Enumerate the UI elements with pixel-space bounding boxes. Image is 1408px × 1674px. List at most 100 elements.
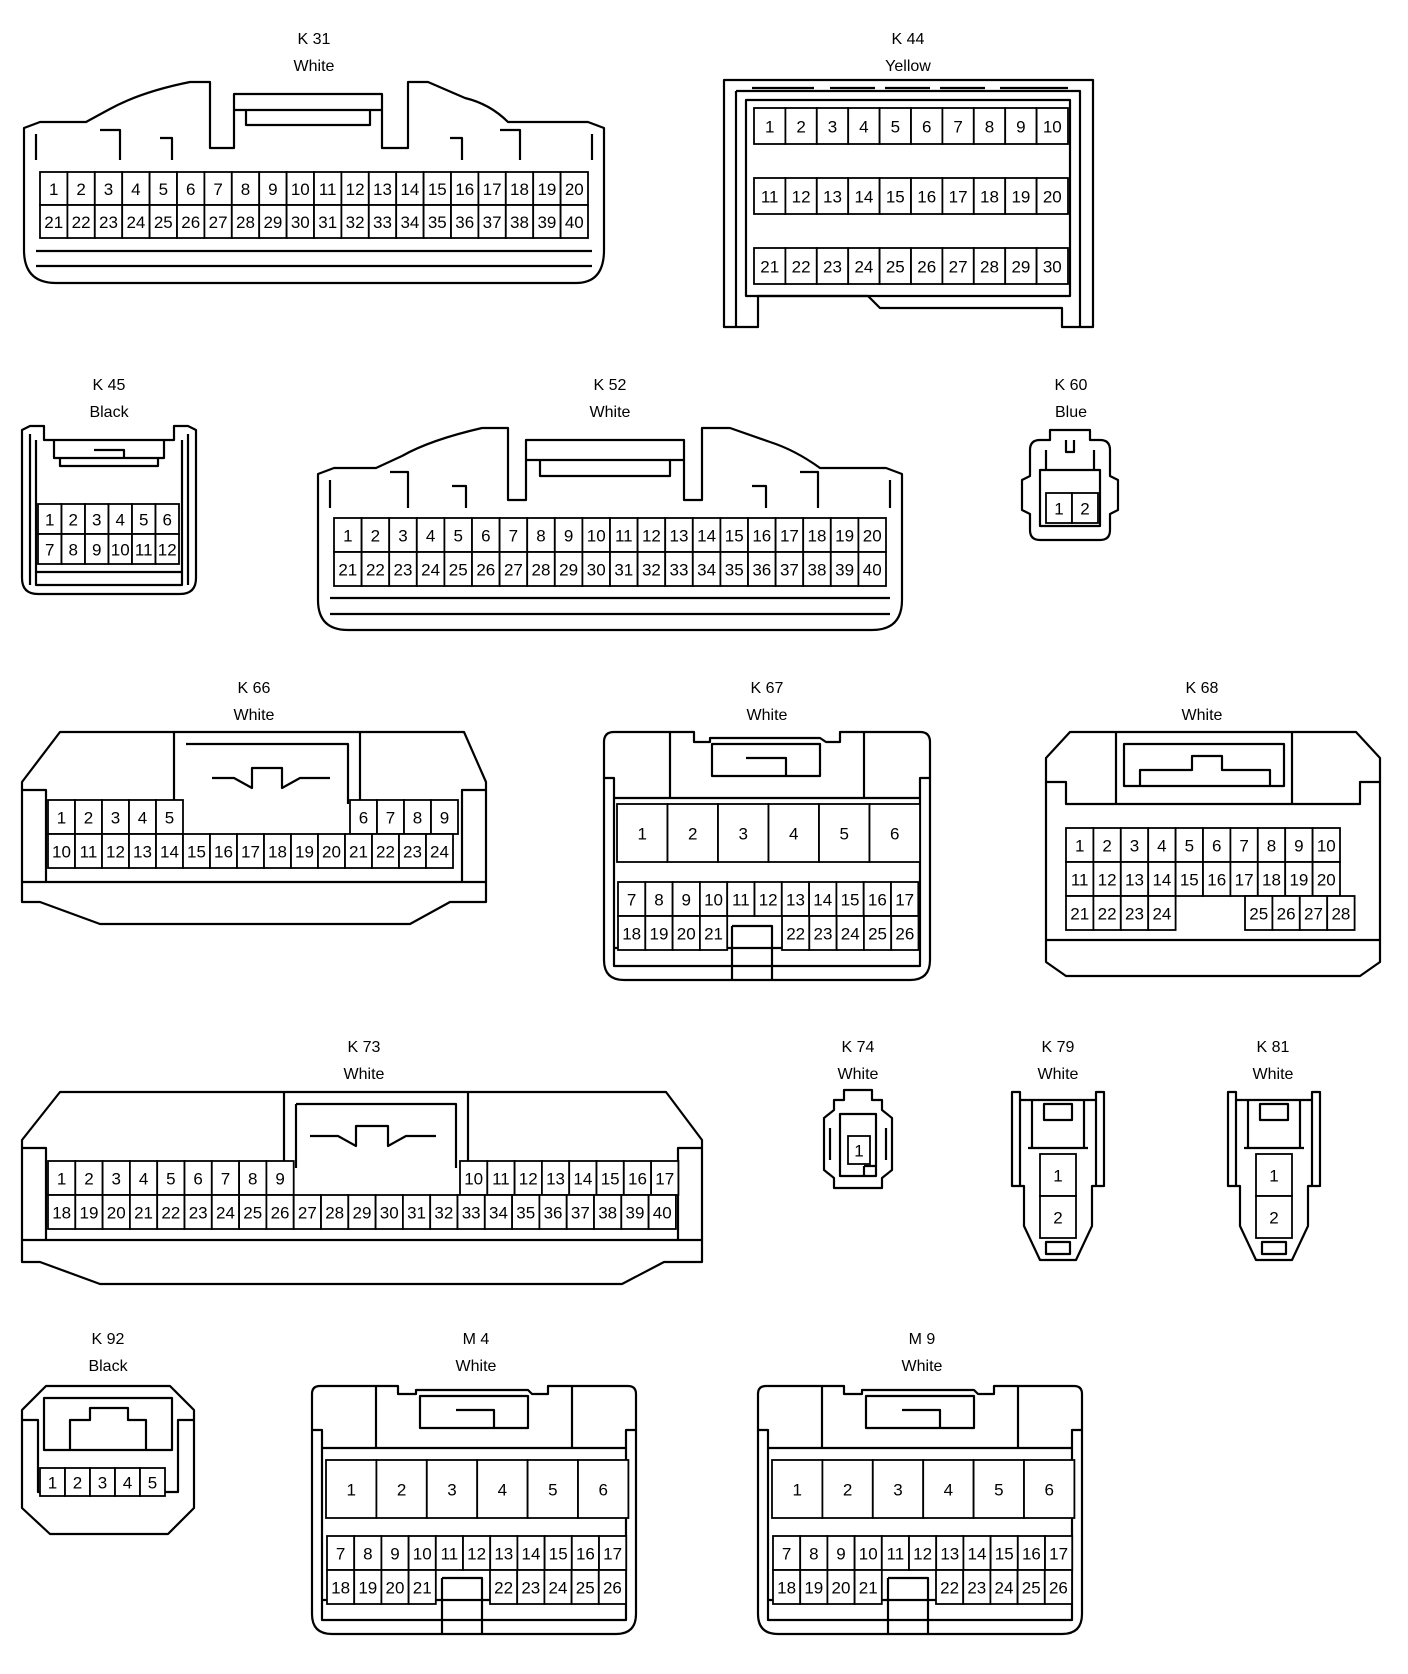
k67-pin-12-label: 12 bbox=[759, 891, 778, 910]
k31-pin-25-cell bbox=[148, 204, 178, 239]
k31-pin-12-label: 12 bbox=[346, 180, 365, 199]
k66-pin-24-cell bbox=[425, 833, 454, 869]
connector-k92-name: K 92 bbox=[92, 1331, 125, 1348]
k44-pin-19-label: 19 bbox=[1011, 188, 1030, 207]
m9-pin-4-cell bbox=[922, 1459, 975, 1519]
k45-pin-7-label: 7 bbox=[45, 541, 54, 560]
m4-pin-22-cell bbox=[489, 1569, 519, 1605]
k52-pin-13-cell bbox=[664, 517, 694, 553]
k66-pin-20-label: 20 bbox=[322, 843, 341, 862]
k67-pin-18-label: 18 bbox=[622, 925, 641, 944]
k73-pin-23-label: 23 bbox=[189, 1204, 208, 1223]
k68-pin-7-label: 7 bbox=[1239, 837, 1248, 856]
k67-pin-26-cell bbox=[890, 915, 920, 951]
k44-pin-29-cell bbox=[1004, 247, 1038, 285]
k68-pin-9-cell bbox=[1284, 827, 1314, 863]
k73-pin-13-label: 13 bbox=[546, 1170, 565, 1189]
k67-pin-6-label: 6 bbox=[890, 825, 899, 844]
k44-pin-27-label: 27 bbox=[949, 258, 968, 277]
k44-pin-24-label: 24 bbox=[854, 258, 873, 277]
k68-pin-9-label: 9 bbox=[1294, 837, 1303, 856]
k68-pin-27-cell bbox=[1298, 895, 1329, 931]
k73-pin-2-cell bbox=[74, 1160, 104, 1196]
k73-pin-28-label: 28 bbox=[325, 1204, 344, 1223]
k68-pin-23-label: 23 bbox=[1125, 905, 1144, 924]
k73-pin-17-label: 17 bbox=[655, 1170, 674, 1189]
m4-pin-19-cell bbox=[353, 1569, 383, 1605]
k52-pin-39-label: 39 bbox=[835, 561, 854, 580]
k60-pin-2-cell bbox=[1071, 492, 1099, 524]
m4-pin-23-cell bbox=[516, 1569, 546, 1605]
k68-pin-20-cell bbox=[1311, 861, 1341, 897]
k52-pin-19-label: 19 bbox=[835, 527, 854, 546]
k31-pin-37-cell bbox=[477, 204, 507, 239]
k45-pin-11-label: 11 bbox=[135, 541, 153, 560]
k31-pin-21-cell bbox=[39, 204, 69, 239]
k52-pin-23-cell bbox=[388, 551, 418, 587]
k44-pin-24-cell bbox=[847, 247, 881, 285]
k73-pin-40-label: 40 bbox=[653, 1204, 672, 1223]
k45-pin-9-label: 9 bbox=[92, 541, 101, 560]
m9-pin-24-label: 24 bbox=[995, 1579, 1014, 1598]
k52-pin-35-cell bbox=[719, 551, 749, 587]
m4-pin-8-cell bbox=[353, 1535, 383, 1571]
k67-pin-25-label: 25 bbox=[868, 925, 887, 944]
k31-pin-23-label: 23 bbox=[99, 213, 118, 232]
m4-pin-4-label: 4 bbox=[498, 1481, 507, 1500]
k68-pin-25-label: 25 bbox=[1249, 905, 1268, 924]
k52-pin-12-label: 12 bbox=[642, 527, 661, 546]
k67-pin-26-label: 26 bbox=[895, 925, 914, 944]
k52-pin-28-label: 28 bbox=[532, 561, 551, 580]
k52-pin-34-label: 34 bbox=[697, 561, 716, 580]
k31-pin-28-label: 28 bbox=[236, 213, 255, 232]
k73-pin-11-cell bbox=[486, 1160, 516, 1196]
k31-pin-38-label: 38 bbox=[510, 213, 529, 232]
k31-pin-25-label: 25 bbox=[154, 213, 173, 232]
m4-pin-18-label: 18 bbox=[331, 1579, 350, 1598]
k79-pin-group: 12 bbox=[1039, 1153, 1077, 1239]
m9-pin-8-label: 8 bbox=[809, 1545, 818, 1564]
k44-pin-10-label: 10 bbox=[1043, 118, 1062, 137]
m4-pin-3-cell bbox=[425, 1459, 479, 1519]
k73-pin-37-cell bbox=[565, 1194, 595, 1230]
connector-k73-name: K 73 bbox=[348, 1039, 381, 1056]
k66-pin-21-label: 21 bbox=[349, 843, 368, 862]
k52-pin-16-label: 16 bbox=[752, 527, 771, 546]
m9-pin-3-label: 3 bbox=[893, 1481, 902, 1500]
k44-pin-17-cell bbox=[941, 177, 975, 215]
k66-pin-10-label: 10 bbox=[52, 843, 71, 862]
k74-pin-group: 1 bbox=[847, 1135, 871, 1165]
k44-pin-28-label: 28 bbox=[980, 258, 999, 277]
k45-pin-10-label: 10 bbox=[111, 541, 130, 560]
k67-pin-10-label: 10 bbox=[704, 891, 723, 910]
k92-pin-4-label: 4 bbox=[123, 1474, 132, 1493]
k66-pin-18-cell bbox=[263, 833, 292, 869]
k73-pin-19-cell bbox=[74, 1194, 104, 1230]
connector-k74-name: K 74 bbox=[842, 1039, 875, 1056]
k52-pin-11-label: 11 bbox=[615, 527, 633, 546]
k52-pin-3-cell bbox=[388, 517, 418, 553]
k73-pin-28-cell bbox=[320, 1194, 350, 1230]
k52-pin-13-label: 13 bbox=[670, 527, 689, 546]
k67-pin-9-label: 9 bbox=[682, 891, 691, 910]
m4-pin-6-label: 6 bbox=[598, 1481, 607, 1500]
k45-pin-8-label: 8 bbox=[69, 541, 78, 560]
k52-pin-8-label: 8 bbox=[536, 527, 545, 546]
k73-pin-9-cell bbox=[265, 1160, 295, 1196]
k44-pin-18-label: 18 bbox=[980, 188, 999, 207]
k52-pin-40-cell bbox=[857, 551, 887, 587]
k31-pin-15-label: 15 bbox=[428, 180, 447, 199]
m9-pin-18-label: 18 bbox=[777, 1579, 796, 1598]
k73-pin-2-label: 2 bbox=[84, 1170, 93, 1189]
m4-pin-13-cell bbox=[489, 1535, 519, 1571]
k31-pin-5-label: 5 bbox=[159, 180, 168, 199]
m4-pin-9-cell bbox=[380, 1535, 410, 1571]
connector-m4-color: White bbox=[456, 1358, 497, 1375]
k52-pin-2-label: 2 bbox=[371, 527, 380, 546]
k52-pin-30-label: 30 bbox=[587, 561, 606, 580]
connector-k79-name: K 79 bbox=[1042, 1039, 1075, 1056]
connector-k66-color: White bbox=[234, 707, 275, 724]
k44-pin-20-cell bbox=[1035, 177, 1069, 215]
